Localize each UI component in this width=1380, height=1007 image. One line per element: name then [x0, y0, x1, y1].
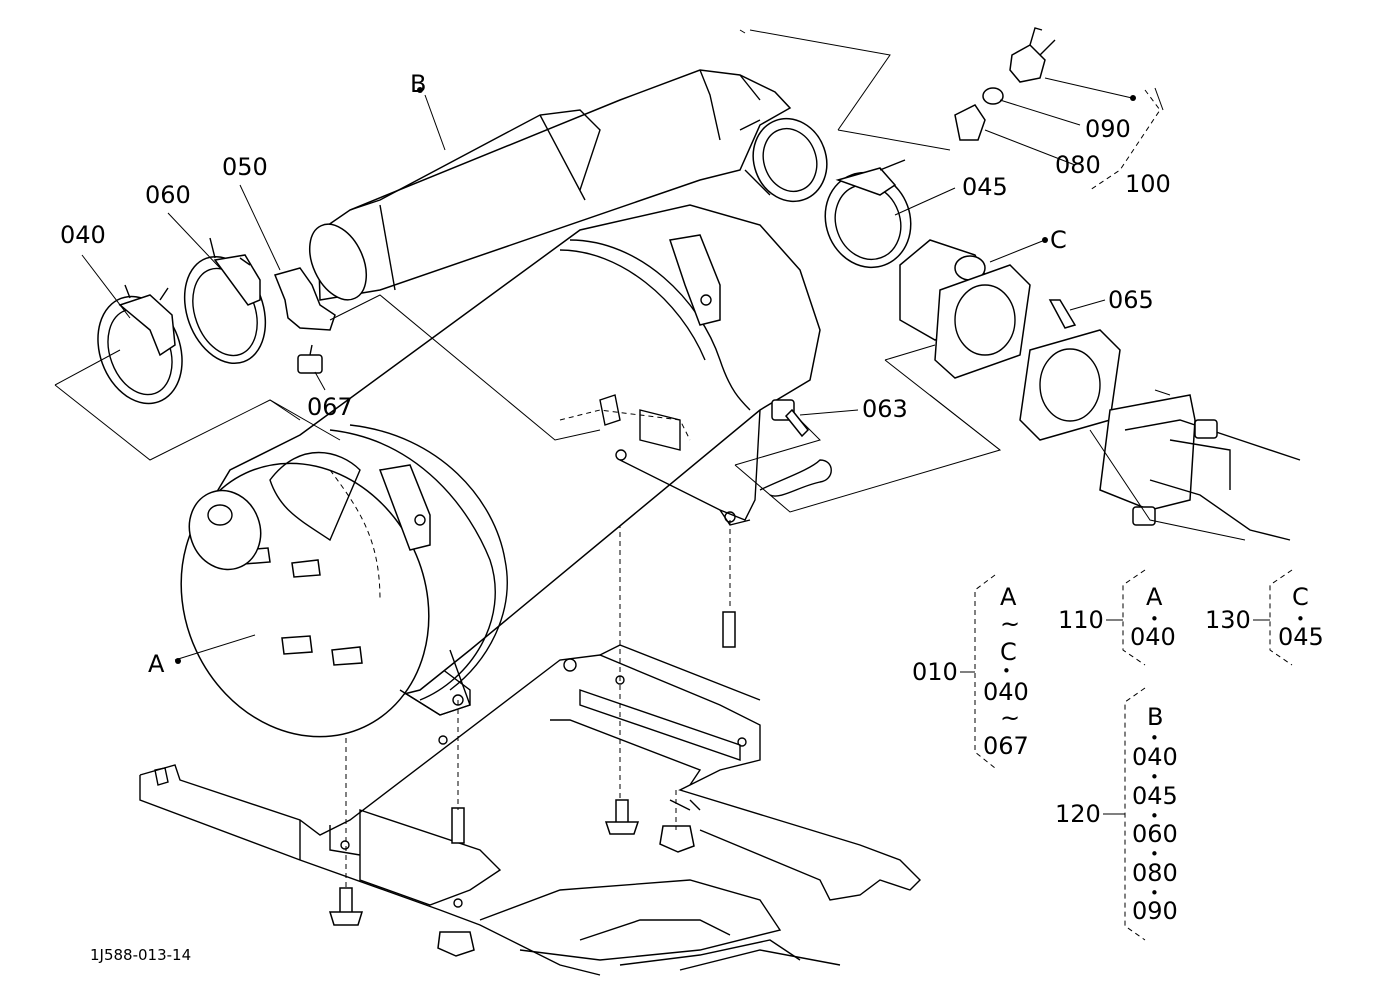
callout-060: 060 [145, 181, 191, 209]
svg-text:040: 040 [1132, 743, 1178, 771]
bolt-063 [771, 399, 810, 438]
svg-text:067: 067 [983, 732, 1029, 760]
callout-a: A [148, 650, 165, 678]
svg-text:090: 090 [1132, 897, 1178, 925]
callout-065: 065 [1108, 286, 1154, 314]
outlet-pipe-c [899, 239, 1301, 541]
svg-text:•: • [1150, 807, 1159, 825]
callout-100: 100 [1125, 170, 1171, 198]
assembly-110-number: 110 [1058, 606, 1104, 634]
muffler-dpf-body [180, 204, 832, 738]
callout-080: 080 [1055, 151, 1101, 179]
svg-text:•: • [1002, 662, 1011, 680]
assembly-010-lines: A ~ C • 040 ~ 067 [983, 583, 1029, 760]
assembly-130-lines: C • 045 [1278, 583, 1324, 651]
svg-text:045: 045 [1132, 782, 1178, 810]
svg-text:040: 040 [1130, 623, 1176, 651]
clamp-060 [183, 237, 267, 365]
callout-c: C [1050, 226, 1067, 254]
svg-text:A: A [1000, 583, 1017, 611]
svg-text:045: 045 [1278, 623, 1324, 651]
callout-063: 063 [862, 395, 908, 423]
callout-050: 050 [222, 153, 268, 181]
pipe-cover-050 [273, 267, 336, 331]
svg-text:B: B [1147, 703, 1163, 731]
svg-text:A: A [1146, 583, 1163, 611]
assembly-110-lines: A • 040 [1130, 583, 1176, 651]
svg-text:C: C [1292, 583, 1309, 611]
svg-text:080: 080 [1132, 859, 1178, 887]
sensor-100 [954, 27, 1056, 141]
svg-text:•: • [1150, 610, 1159, 628]
assembly-120-lines: B • 040 • 045 • 060 • 080 • 090 [1132, 703, 1178, 925]
reference-code: 1J588-013-14 [90, 946, 191, 964]
svg-text:060: 060 [1132, 820, 1178, 848]
svg-text:C: C [1000, 638, 1017, 666]
leader-lines [54, 29, 1246, 664]
assembly-120-number: 120 [1055, 800, 1101, 828]
bolt-067 [297, 344, 323, 374]
svg-text:040: 040 [983, 678, 1029, 706]
svg-text:~: ~ [1000, 610, 1020, 638]
svg-text:~: ~ [1000, 704, 1020, 732]
assembly-130-number: 130 [1205, 606, 1251, 634]
callout-045: 045 [962, 173, 1008, 201]
svg-text:•: • [1150, 729, 1159, 747]
svg-text:•: • [1150, 884, 1159, 902]
callout-b: B [410, 70, 426, 98]
callout-040: 040 [60, 221, 106, 249]
exhaust-pipe-b [308, 69, 828, 301]
callout-067: 067 [307, 393, 353, 421]
clamp-040 [97, 284, 183, 405]
svg-text:•: • [1150, 768, 1159, 786]
callout-labels: B 050 060 040 067 063 A 045 C 065 090 08… [60, 70, 1171, 964]
svg-text:•: • [1296, 610, 1305, 628]
svg-text:•: • [1150, 845, 1159, 863]
callout-090: 090 [1085, 115, 1131, 143]
assembly-010-number: 010 [912, 658, 958, 686]
assembly-table: 010 A ~ C • 040 ~ 067 110 A • 040 130 C … [912, 569, 1324, 941]
clamp-045 [824, 159, 912, 269]
